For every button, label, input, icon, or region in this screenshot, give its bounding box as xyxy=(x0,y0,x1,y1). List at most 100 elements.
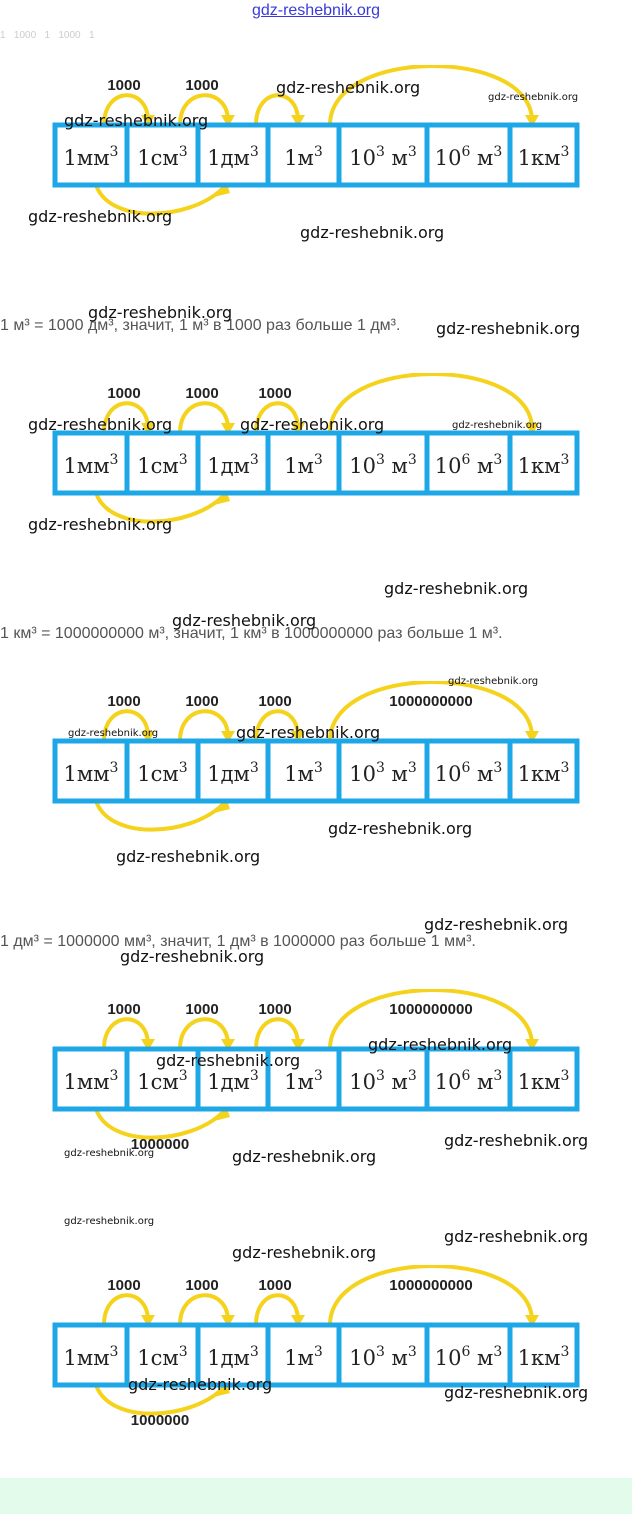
bottom-factor-label: 1000000 xyxy=(131,1412,189,1429)
svg-text:1м3: 1м3 xyxy=(284,760,323,786)
top-factor-label: 1000 xyxy=(185,77,218,94)
svg-text:1км3: 1км3 xyxy=(518,1344,570,1370)
conversion-arrow xyxy=(102,93,155,127)
watermark: gdz-reshebnik.org xyxy=(444,1227,589,1246)
unit-cell: 106 м3 xyxy=(424,1046,513,1112)
svg-text:106 м3: 106 м3 xyxy=(435,452,503,478)
unit-cell: 1км3 xyxy=(507,738,580,804)
unit-cell: 106 м3 xyxy=(424,1322,513,1388)
svg-text:1км3: 1км3 xyxy=(518,1068,570,1094)
unit-cell: 1м3 xyxy=(265,1322,342,1388)
unit-cell: 106 м3 xyxy=(424,122,513,188)
svg-text:106 м3: 106 м3 xyxy=(435,144,503,170)
svg-text:1мм3: 1мм3 xyxy=(64,452,119,478)
svg-text:1мм3: 1мм3 xyxy=(64,144,119,170)
watermark: gdz-reshebnik.org xyxy=(448,676,539,687)
footer-band xyxy=(0,1478,632,1514)
svg-text:106 м3: 106 м3 xyxy=(435,1344,503,1370)
top-factor-label: 1000000000 xyxy=(389,1001,472,1018)
watermark: gdz-reshebnik.org xyxy=(64,111,209,130)
top-factor-label: 1000 xyxy=(107,385,140,402)
unit-cell: 1мм3 xyxy=(52,738,130,804)
site-link[interactable]: gdz-reshebnik.org xyxy=(251,2,381,19)
top-factor-label: 1000 xyxy=(107,1001,140,1018)
unit-cell: 1дм3 xyxy=(195,122,271,188)
unit-cell: 103 м3 xyxy=(336,1046,430,1112)
svg-text:1м3: 1м3 xyxy=(284,452,323,478)
conversion-arrow xyxy=(178,401,235,435)
svg-text:103 м3: 103 м3 xyxy=(349,144,417,170)
top-factor-label: 1000000000 xyxy=(389,693,472,710)
unit-cell: 103 м3 xyxy=(336,430,430,496)
watermark: gdz-reshebnik.org xyxy=(276,78,421,97)
conversion-arrow xyxy=(178,1017,235,1051)
svg-text:106 м3: 106 м3 xyxy=(435,760,503,786)
svg-text:1см3: 1см3 xyxy=(137,1344,187,1370)
svg-text:1дм3: 1дм3 xyxy=(207,452,259,478)
watermark: gdz-reshebnik.org xyxy=(368,1035,513,1054)
sentence-3: 1 дм³ = 1000000 мм³, значит, 1 дм³ в 100… xyxy=(0,933,476,950)
svg-text:1см3: 1см3 xyxy=(137,760,187,786)
unit-cell: 1мм3 xyxy=(52,1322,130,1388)
bottom-factor-label: 1000000 xyxy=(131,1136,189,1153)
unit-cell: 1м3 xyxy=(265,122,342,188)
svg-text:1м3: 1м3 xyxy=(284,1068,323,1094)
top-factor-label: 1000 xyxy=(107,77,140,94)
watermark: gdz-reshebnik.org xyxy=(128,1375,273,1394)
watermark: gdz-reshebnik.org xyxy=(424,915,569,934)
watermark: gdz-reshebnik.org xyxy=(444,1383,589,1402)
top-factor-label: 1000 xyxy=(258,1001,291,1018)
svg-text:1км3: 1км3 xyxy=(518,760,570,786)
top-factor-label: 1000 xyxy=(185,1001,218,1018)
unit-cell: 1см3 xyxy=(124,738,201,804)
conversion-arrow xyxy=(254,401,305,435)
top-factor-label: 1000 xyxy=(107,693,140,710)
watermark: gdz-reshebnik.org xyxy=(384,579,529,598)
svg-text:1см3: 1см3 xyxy=(137,1068,187,1094)
svg-text:1м3: 1м3 xyxy=(284,144,323,170)
unit-cell: 1см3 xyxy=(124,1322,201,1388)
unit-cell: 1км3 xyxy=(507,1322,580,1388)
conversion-arrow xyxy=(328,1264,539,1327)
conversion-arrow xyxy=(328,64,539,127)
conversion-arrow xyxy=(102,401,155,435)
watermark: gdz-reshebnik.org xyxy=(88,303,233,322)
unit-cell: 1км3 xyxy=(507,430,580,496)
svg-text:106 м3: 106 м3 xyxy=(435,1068,503,1094)
watermark: gdz-reshebnik.org xyxy=(28,515,173,534)
unit-cell: 1мм3 xyxy=(52,430,130,496)
sentence-2: 1 км³ = 1000000000 м³, значит, 1 км³ в 1… xyxy=(0,625,503,642)
watermark: gdz-reshebnik.org xyxy=(116,847,261,866)
top-factor-label: 1000 xyxy=(185,1277,218,1294)
unit-cell: 1м3 xyxy=(265,430,342,496)
conversion-arrow xyxy=(328,372,539,435)
unit-cell: 103 м3 xyxy=(336,738,430,804)
conversion-arrow xyxy=(254,1017,305,1051)
watermark: gdz-reshebnik.org xyxy=(452,420,543,431)
top-factor-label: 1000 xyxy=(258,1277,291,1294)
top-factor-label: 1000 xyxy=(107,1277,140,1294)
watermark: gdz-reshebnik.org xyxy=(64,1216,155,1227)
unit-cell: 1км3 xyxy=(507,1046,580,1112)
watermark: gdz-reshebnik.org xyxy=(28,415,173,434)
conversion-arrow xyxy=(328,988,539,1051)
svg-text:1см3: 1см3 xyxy=(137,452,187,478)
watermark: gdz-reshebnik.org xyxy=(172,611,317,630)
unit-cell: 103 м3 xyxy=(336,122,430,188)
watermark: gdz-reshebnik.org xyxy=(232,1243,377,1262)
watermark: gdz-reshebnik.org xyxy=(328,819,473,838)
top-factor-label: 1000000000 xyxy=(389,1277,472,1294)
svg-text:103 м3: 103 м3 xyxy=(349,760,417,786)
conversion-arrow xyxy=(102,709,155,743)
top-factor-label: 1000 xyxy=(258,385,291,402)
unit-cell: 1км3 xyxy=(507,122,580,188)
watermark: gdz-reshebnik.org xyxy=(64,1148,155,1159)
unit-cell: 103 м3 xyxy=(336,1322,430,1388)
svg-text:103 м3: 103 м3 xyxy=(349,1344,417,1370)
svg-text:103 м3: 103 м3 xyxy=(349,452,417,478)
